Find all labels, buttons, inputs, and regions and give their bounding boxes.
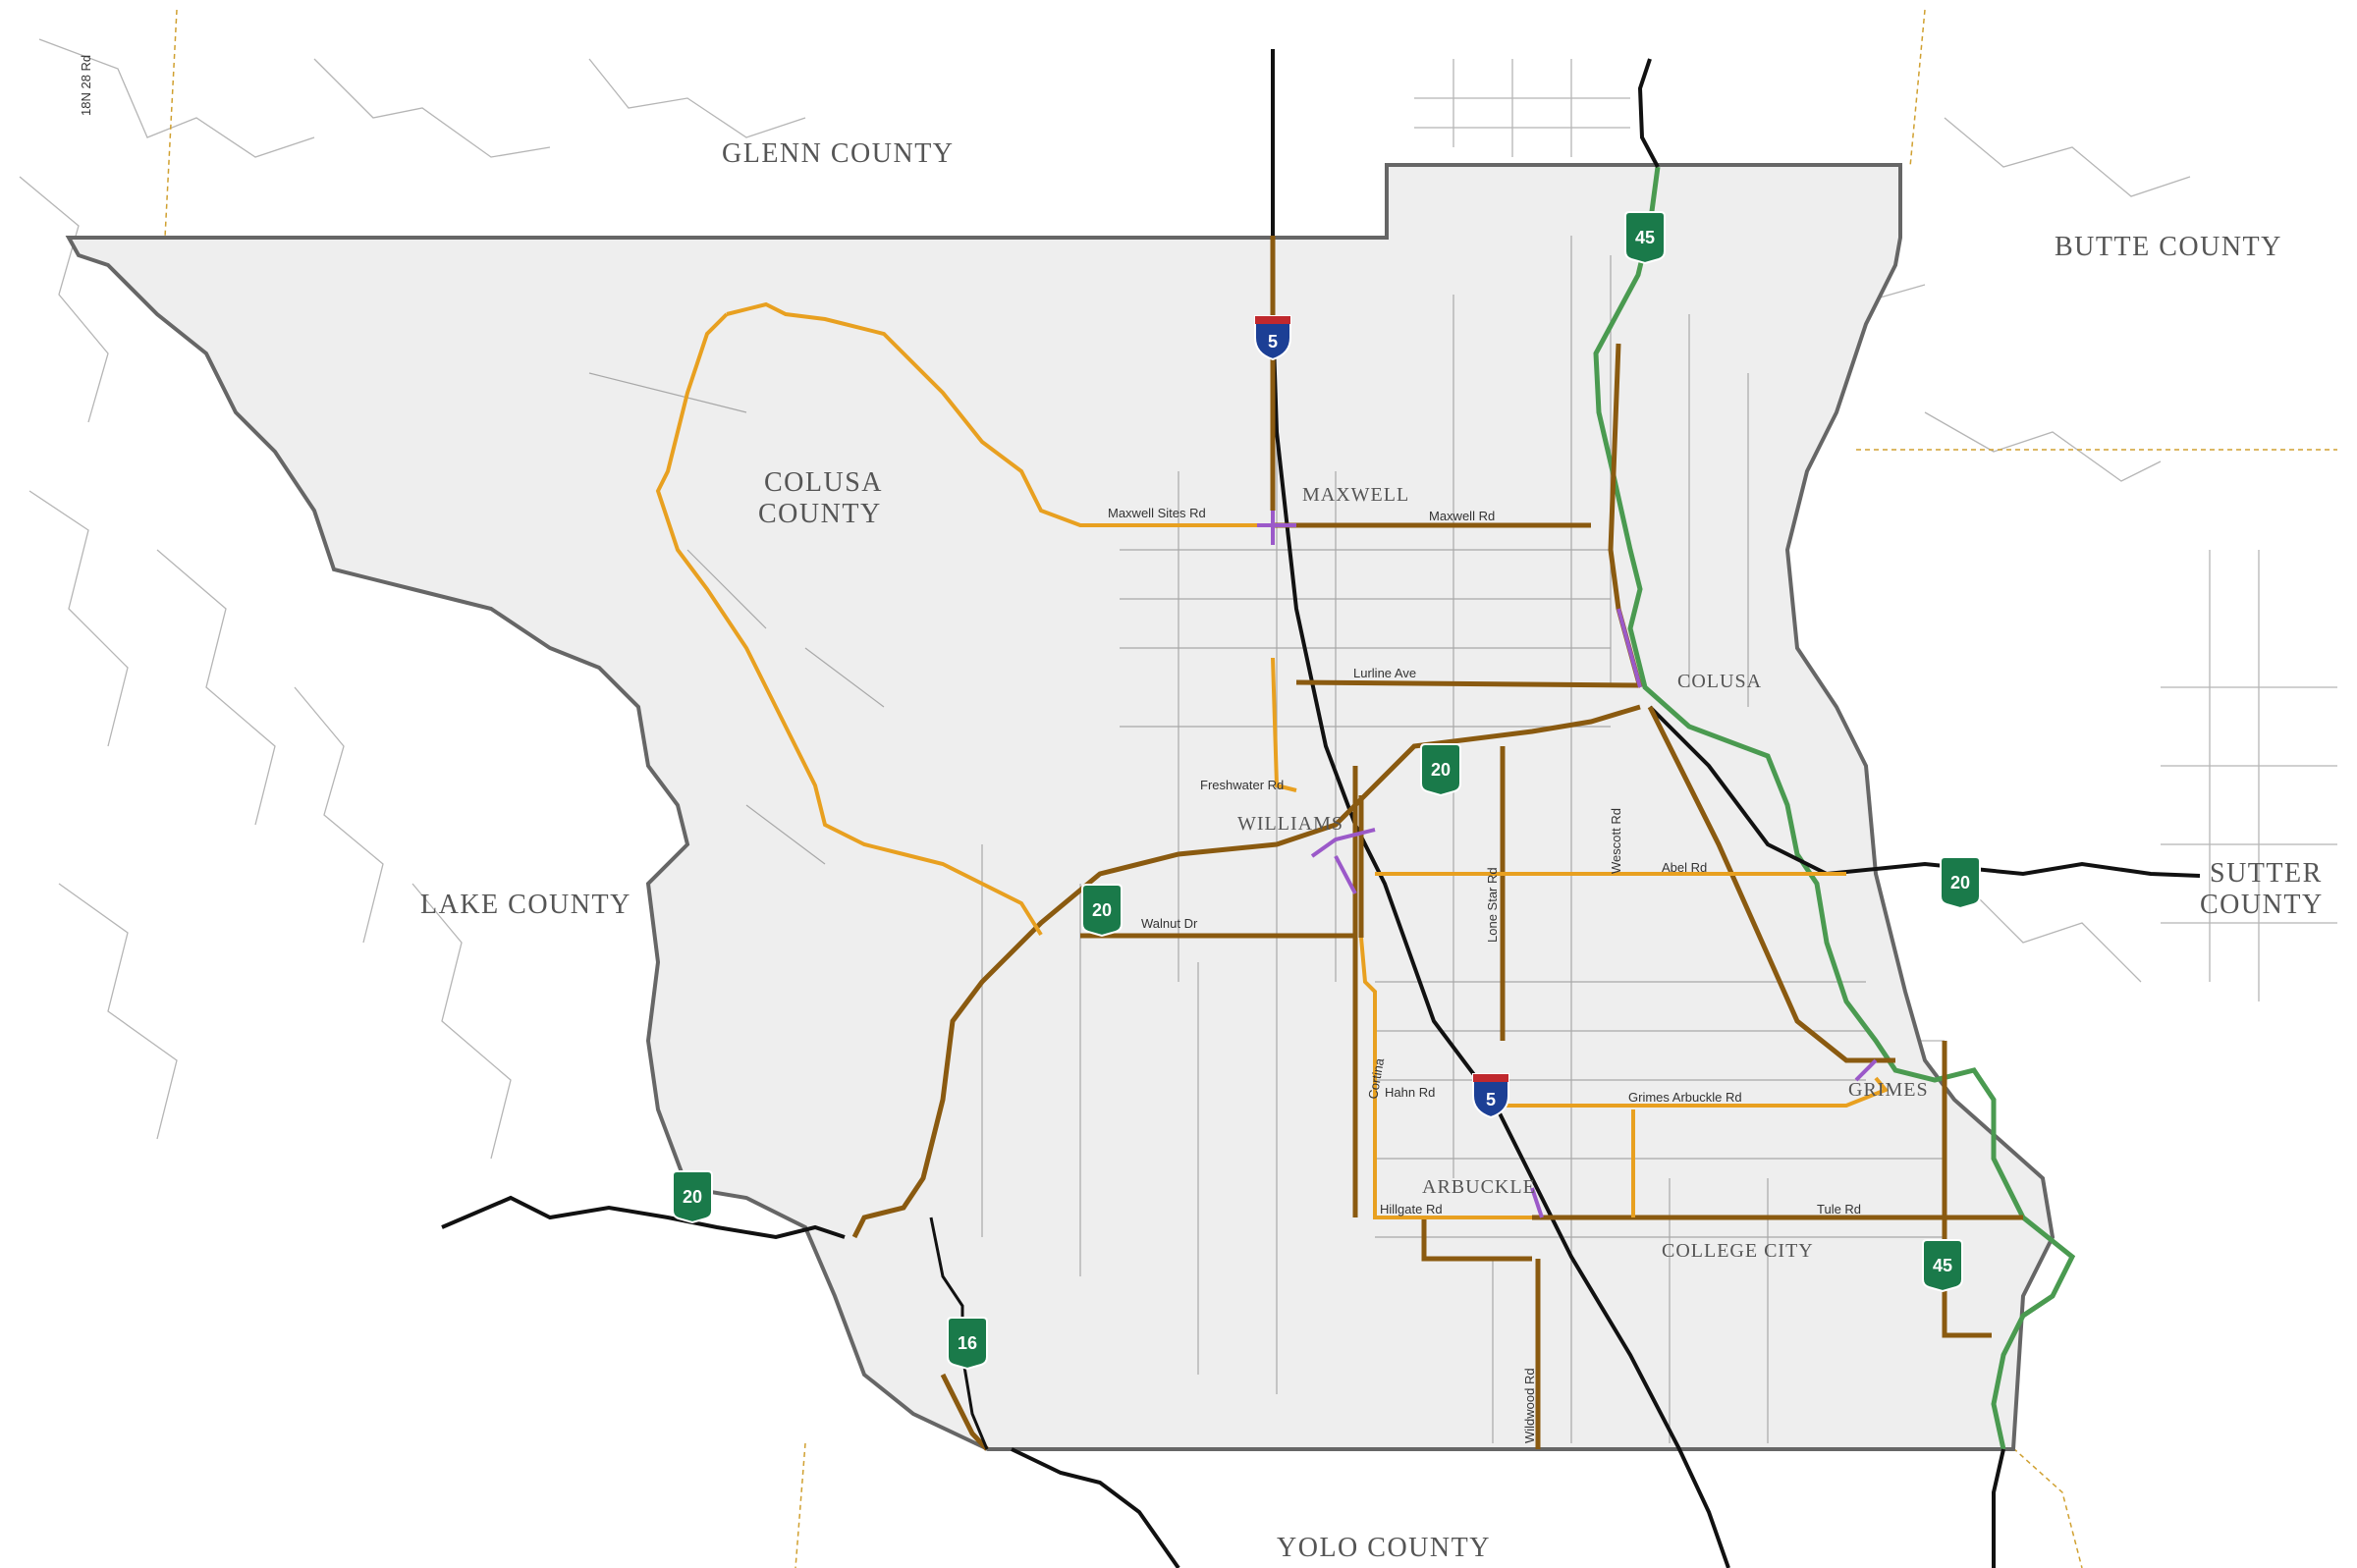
svg-text:45: 45 bbox=[1635, 228, 1655, 247]
road-label-walnut: Walnut Dr bbox=[1141, 916, 1198, 931]
primary-county-roads bbox=[851, 236, 2023, 1451]
sr20-far-west-shield: 20 bbox=[672, 1170, 713, 1224]
sacramento-river bbox=[1593, 166, 2076, 1450]
road-label-abel: Abel Rd bbox=[1662, 860, 1707, 875]
road-label-hillgate: Hillgate Rd bbox=[1380, 1202, 1443, 1217]
highway-sr45-south-exit bbox=[1992, 1448, 2005, 1568]
svg-text:20: 20 bbox=[1950, 873, 1970, 892]
road-label-maxwell-sites: Maxwell Sites Rd bbox=[1108, 506, 1206, 520]
svg-text:5: 5 bbox=[1268, 332, 1278, 351]
svg-text:20: 20 bbox=[1431, 760, 1451, 780]
williams-town-label: WILLIAMS bbox=[1237, 813, 1343, 835]
colusa-county-label-line1: COLUSA bbox=[764, 467, 883, 498]
butte-county-label: BUTTE COUNTY bbox=[2055, 232, 2282, 262]
sr16-shield: 16 bbox=[947, 1317, 988, 1371]
road-label-freshwater: Freshwater Rd bbox=[1200, 778, 1284, 792]
arbuckle-town-label: ARBUCKLE bbox=[1422, 1176, 1536, 1198]
road-label-maxwell: Maxwell Rd bbox=[1429, 509, 1495, 523]
colusa-town-label: COLUSA bbox=[1677, 671, 1762, 692]
svg-text:20: 20 bbox=[683, 1187, 702, 1207]
highway-sr20-west bbox=[441, 1195, 846, 1240]
college-city-town-label: COLLEGE CITY bbox=[1662, 1240, 1814, 1262]
road-label-wescott: Wescott Rd bbox=[1609, 808, 1623, 874]
yolo-county-label: YOLO COUNTY bbox=[1277, 1533, 1491, 1563]
road-label-lone-star: Lone Star Rd bbox=[1485, 867, 1500, 943]
highway-sr45 bbox=[1637, 58, 1660, 168]
secondary-routes bbox=[655, 301, 1890, 1219]
sutter-county-label-line1: SUTTER bbox=[2210, 858, 2323, 889]
highway-sr20-south-exit bbox=[1011, 1447, 1180, 1568]
road-label-grimes-arbuckle: Grimes Arbuckle Rd bbox=[1628, 1090, 1742, 1105]
svg-text:5: 5 bbox=[1486, 1090, 1496, 1109]
highway-i5 bbox=[1271, 49, 1730, 1568]
sr20-central-shield: 20 bbox=[1420, 743, 1461, 797]
county-dividers bbox=[164, 9, 2337, 1568]
glenn-county-label: GLENN COUNTY bbox=[722, 138, 955, 169]
maxwell-town-label: MAXWELL bbox=[1302, 484, 1409, 506]
sutter-county-label-line2: COUNTY bbox=[2200, 890, 2324, 920]
svg-text:20: 20 bbox=[1092, 900, 1112, 920]
colusa-county-label-line2: COUNTY bbox=[758, 499, 882, 529]
road-label-cortina: Cortina bbox=[1365, 1056, 1387, 1101]
sr20-east-shield: 20 bbox=[1940, 856, 1981, 910]
lake-county-label: LAKE COUNTY bbox=[420, 890, 631, 920]
sr45-south-shield: 45 bbox=[1922, 1239, 1963, 1293]
i5-south-shield: 5 bbox=[1472, 1073, 1509, 1119]
state-highways bbox=[441, 49, 2201, 1568]
sr45-north-shield: 45 bbox=[1624, 211, 1666, 265]
highway-sr20-east bbox=[1648, 705, 2201, 878]
interior-local-roads bbox=[588, 236, 1945, 1443]
svg-text:16: 16 bbox=[958, 1333, 977, 1353]
road-label-tule: Tule Rd bbox=[1817, 1202, 1861, 1217]
road-label-wildwood: Wildwood Rd bbox=[1522, 1368, 1537, 1443]
road-label-lurline: Lurline Ave bbox=[1353, 666, 1416, 680]
svg-text:45: 45 bbox=[1933, 1256, 1952, 1275]
grimes-town-label: GRIMES bbox=[1848, 1079, 1929, 1101]
special-segments bbox=[1257, 511, 1878, 1218]
i5-north-shield: 5 bbox=[1254, 315, 1291, 361]
road-label-corner: 18N 28 Rd bbox=[79, 55, 93, 116]
sr20-west-shield: 20 bbox=[1081, 884, 1123, 938]
road-label-hahn: Hahn Rd bbox=[1385, 1085, 1435, 1100]
colusa-county-area bbox=[65, 163, 2056, 1451]
